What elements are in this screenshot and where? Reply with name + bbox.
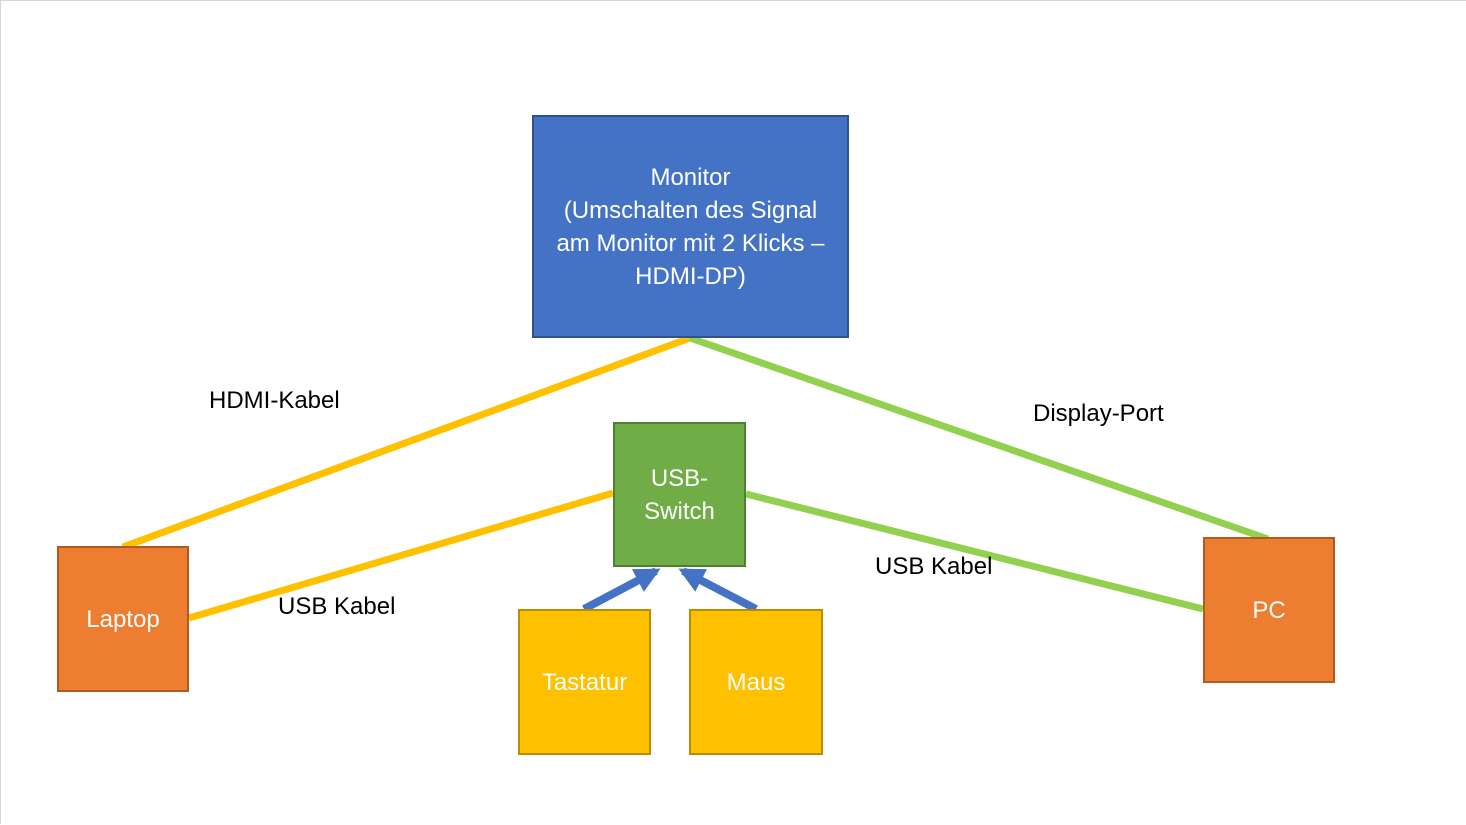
usb-cable-laptop-line	[188, 489, 614, 622]
pc-node[interactable]: PC	[1203, 537, 1335, 683]
hdmi-cable-line	[121, 334, 692, 551]
usb-cable-pc-line	[745, 490, 1204, 613]
displayport-cable-line	[688, 334, 1270, 543]
usb-switch-label: USB- Switch	[644, 464, 715, 525]
mouse-arrow	[678, 567, 758, 613]
usb-cable-laptop-label: USB Kabel	[278, 593, 396, 620]
displayport-cable-label: Display-Port	[1033, 400, 1164, 427]
mouse-node[interactable]: Maus	[689, 609, 823, 755]
monitor-node[interactable]: Monitor (Umschalten des Signal am Monito…	[532, 115, 849, 338]
usb-switch-node[interactable]: USB- Switch	[613, 422, 746, 567]
hdmi-cable-label: HDMI-Kabel	[209, 387, 340, 414]
mouse-label: Maus	[726, 668, 786, 696]
monitor-label: Monitor (Umschalten des Signal am Monito…	[556, 163, 825, 290]
keyboard-label: Tastatur	[541, 668, 628, 696]
keyboard-node[interactable]: Tastatur	[518, 609, 651, 755]
pc-label: PC	[1252, 596, 1286, 624]
laptop-node[interactable]: Laptop	[57, 546, 189, 692]
laptop-label: Laptop	[86, 605, 160, 633]
usb-cable-pc-label: USB Kabel	[875, 553, 993, 580]
keyboard-arrow	[582, 567, 661, 613]
